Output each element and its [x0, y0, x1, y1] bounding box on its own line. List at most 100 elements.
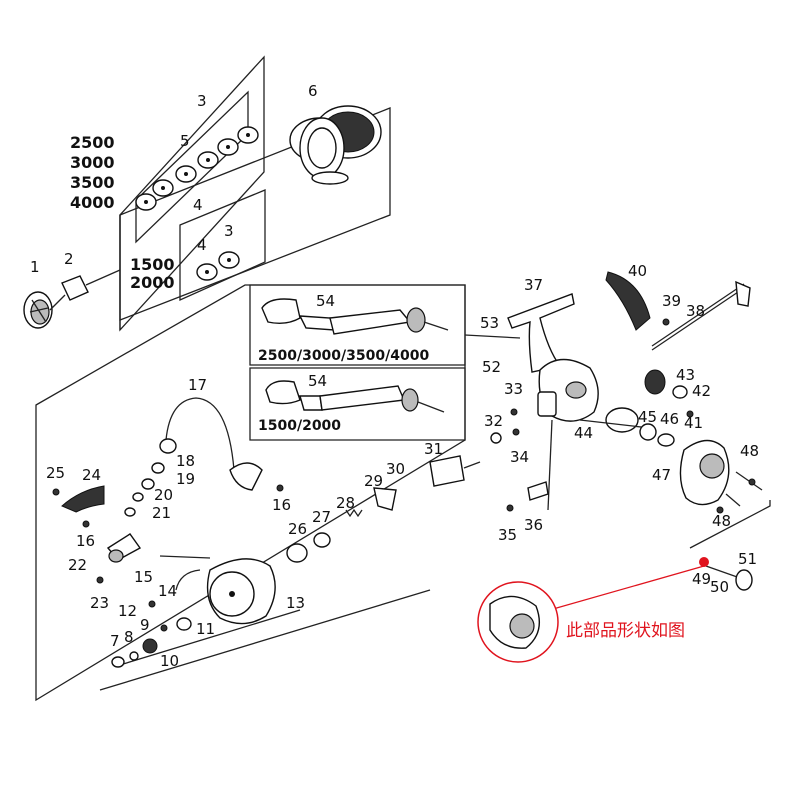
part-number-p42: 42	[692, 382, 711, 400]
part-number-p14: 14	[158, 582, 177, 600]
part-number-p16b: 16	[272, 496, 291, 514]
part-number-p37: 37	[524, 276, 543, 294]
washer-7-8-icon	[111, 651, 139, 668]
pinion-gear-icon	[644, 369, 666, 395]
bail-arm-24-icon	[61, 485, 105, 513]
part-number-p33: 33	[504, 380, 523, 398]
part-number-p49: 49	[692, 570, 711, 588]
gear-9-icon	[142, 638, 158, 654]
part-number-p11: 11	[196, 620, 215, 638]
handle-cap-icon	[705, 565, 753, 591]
part-number-p18: 18	[176, 452, 195, 470]
drag-washer-icon	[61, 275, 89, 301]
main-gear-icon	[579, 407, 675, 447]
part-number-p29: 29	[364, 472, 383, 490]
body-17-bail-wire-icon	[165, 397, 263, 491]
part-number-p8: 8	[124, 628, 134, 646]
side-cover-icon	[679, 439, 730, 506]
part-number-p24: 24	[82, 466, 101, 484]
clip-29-icon	[373, 487, 397, 511]
oring-27-icon	[313, 532, 331, 548]
part-number-p52: 52	[482, 358, 501, 376]
part-number-p19: 19	[176, 470, 195, 488]
part-number-p50: 50	[710, 578, 729, 596]
body-frame-large	[35, 284, 466, 702]
part-number-p27: 27	[312, 508, 331, 526]
spring-28-icon	[345, 508, 363, 518]
part-number-p51: 51	[738, 550, 757, 568]
part-number-p2: 2	[64, 250, 74, 268]
part-number-p9: 9	[140, 616, 150, 634]
washer-stack-large	[135, 126, 259, 211]
handle-size-large: 2500/3000/3500/4000	[258, 348, 429, 364]
part-number-p7: 7	[110, 632, 120, 650]
part-number-p21: 21	[152, 504, 171, 522]
bail-14-icon	[159, 555, 211, 591]
part-number-p54b: 54	[308, 372, 327, 390]
part-number-p28: 28	[336, 494, 355, 512]
part-number-p4b: 4	[197, 236, 207, 254]
part-number-p34: 34	[510, 448, 529, 466]
part-number-p23: 23	[90, 594, 109, 612]
bearing-26-icon	[286, 543, 308, 563]
part-number-p39: 39	[662, 292, 681, 310]
part-number-p30: 30	[386, 460, 405, 478]
part-number-p15: 15	[134, 568, 153, 586]
part-number-p26: 26	[288, 520, 307, 538]
part-number-p6: 6	[308, 82, 318, 100]
detail-note: 此部品形状如图	[566, 621, 685, 641]
part-number-p47: 47	[652, 466, 671, 484]
rotor-cover-13-icon	[206, 558, 276, 625]
part-number-p16a: 16	[76, 532, 95, 550]
handle-size-small: 1500/2000	[258, 418, 341, 434]
bail-arm-icon	[605, 271, 651, 331]
highlight-marker	[699, 557, 709, 567]
part-number-p3b: 3	[224, 222, 234, 240]
nut-11-icon	[176, 617, 192, 631]
part-number-p35: 35	[498, 526, 517, 544]
bearing-42-icon	[672, 385, 688, 399]
rotor-icon	[507, 293, 599, 422]
part-number-p1: 1	[30, 258, 40, 276]
part-number-p53: 53	[480, 314, 499, 332]
part-number-p31: 31	[424, 440, 443, 458]
washer-group-small-box	[179, 189, 266, 302]
bail-wire-icon	[651, 280, 751, 351]
size-4000: 4000	[70, 193, 115, 212]
part-number-p13: 13	[286, 594, 305, 612]
part-number-p40: 40	[628, 262, 647, 280]
part-number-p22: 22	[68, 556, 87, 574]
rotor-nut-icon	[429, 455, 481, 487]
size-2500: 2500	[70, 133, 115, 152]
part-number-p43: 43	[676, 366, 695, 384]
roller-parts-icon	[124, 438, 177, 517]
size-3500: 3500	[70, 173, 115, 192]
part-number-p5: 5	[180, 132, 190, 150]
part-number-p38: 38	[686, 302, 705, 320]
size-3000: 3000	[70, 153, 115, 172]
part-number-p48a: 48	[740, 442, 759, 460]
screws-icon	[52, 318, 756, 632]
part-number-p54a: 54	[316, 292, 335, 310]
drag-knob-icon	[23, 291, 53, 329]
part-number-p20: 20	[154, 486, 173, 504]
size-1500: 1500	[130, 255, 175, 274]
part-number-p36: 36	[524, 516, 543, 534]
part-number-p12: 12	[118, 602, 137, 620]
part-number-p45: 45	[638, 408, 657, 426]
part-number-p46: 46	[660, 410, 679, 428]
part-number-p3a: 3	[197, 92, 207, 110]
part-number-p25: 25	[46, 464, 65, 482]
part-number-p44: 44	[574, 424, 593, 442]
bearing-32-icon	[490, 432, 502, 444]
washer-stack-small	[196, 251, 240, 281]
part-number-p4a: 4	[193, 196, 203, 214]
bail-arm-22-icon	[106, 533, 142, 563]
handle-large-icon	[261, 298, 449, 335]
detail-callout-circle	[477, 581, 559, 663]
size-2000: 2000	[130, 273, 175, 292]
spool-icon	[289, 105, 382, 185]
part-number-p17: 17	[188, 376, 207, 394]
